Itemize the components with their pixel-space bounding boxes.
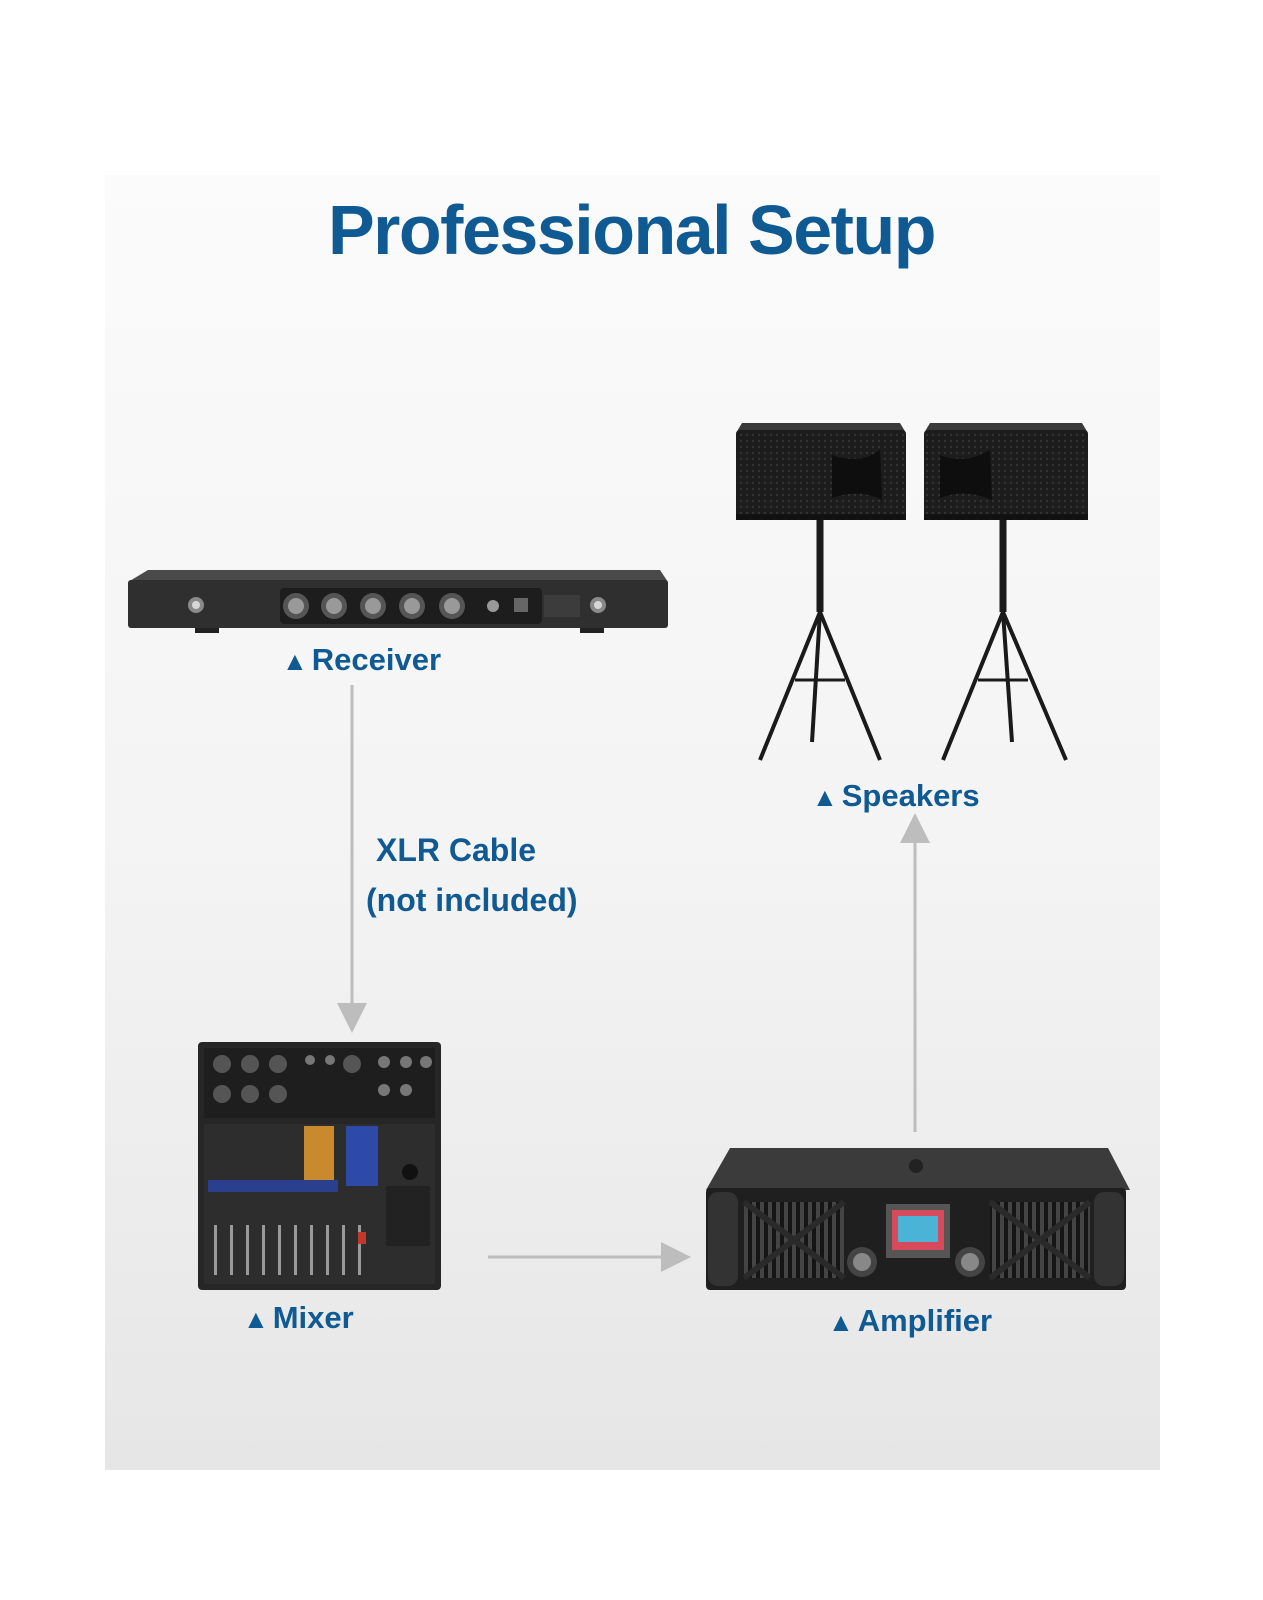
cable-name: XLR Cable [376, 832, 537, 868]
triangle-up-icon: ▲ [812, 782, 838, 812]
cable-note: XLR Cable (not included) [366, 825, 578, 925]
cable-note-detail: (not included) [366, 882, 578, 918]
amplifier-image [706, 1148, 1130, 1290]
receiver-label: ▲Receiver [282, 642, 442, 677]
receiver-image [128, 570, 668, 633]
page-title: Professional Setup [327, 191, 937, 269]
speakers-image [736, 423, 1088, 761]
amplifier-label: ▲Amplifier [828, 1303, 993, 1338]
triangle-up-icon: ▲ [243, 1304, 269, 1334]
triangle-up-icon: ▲ [282, 646, 308, 676]
triangle-up-icon: ▲ [828, 1307, 854, 1337]
right-speaker [924, 423, 1088, 761]
mixer-image [198, 1042, 441, 1290]
left-speaker [736, 423, 906, 761]
mixer-label: ▲Mixer [243, 1300, 354, 1335]
speakers-label: ▲Speakers [812, 778, 980, 813]
